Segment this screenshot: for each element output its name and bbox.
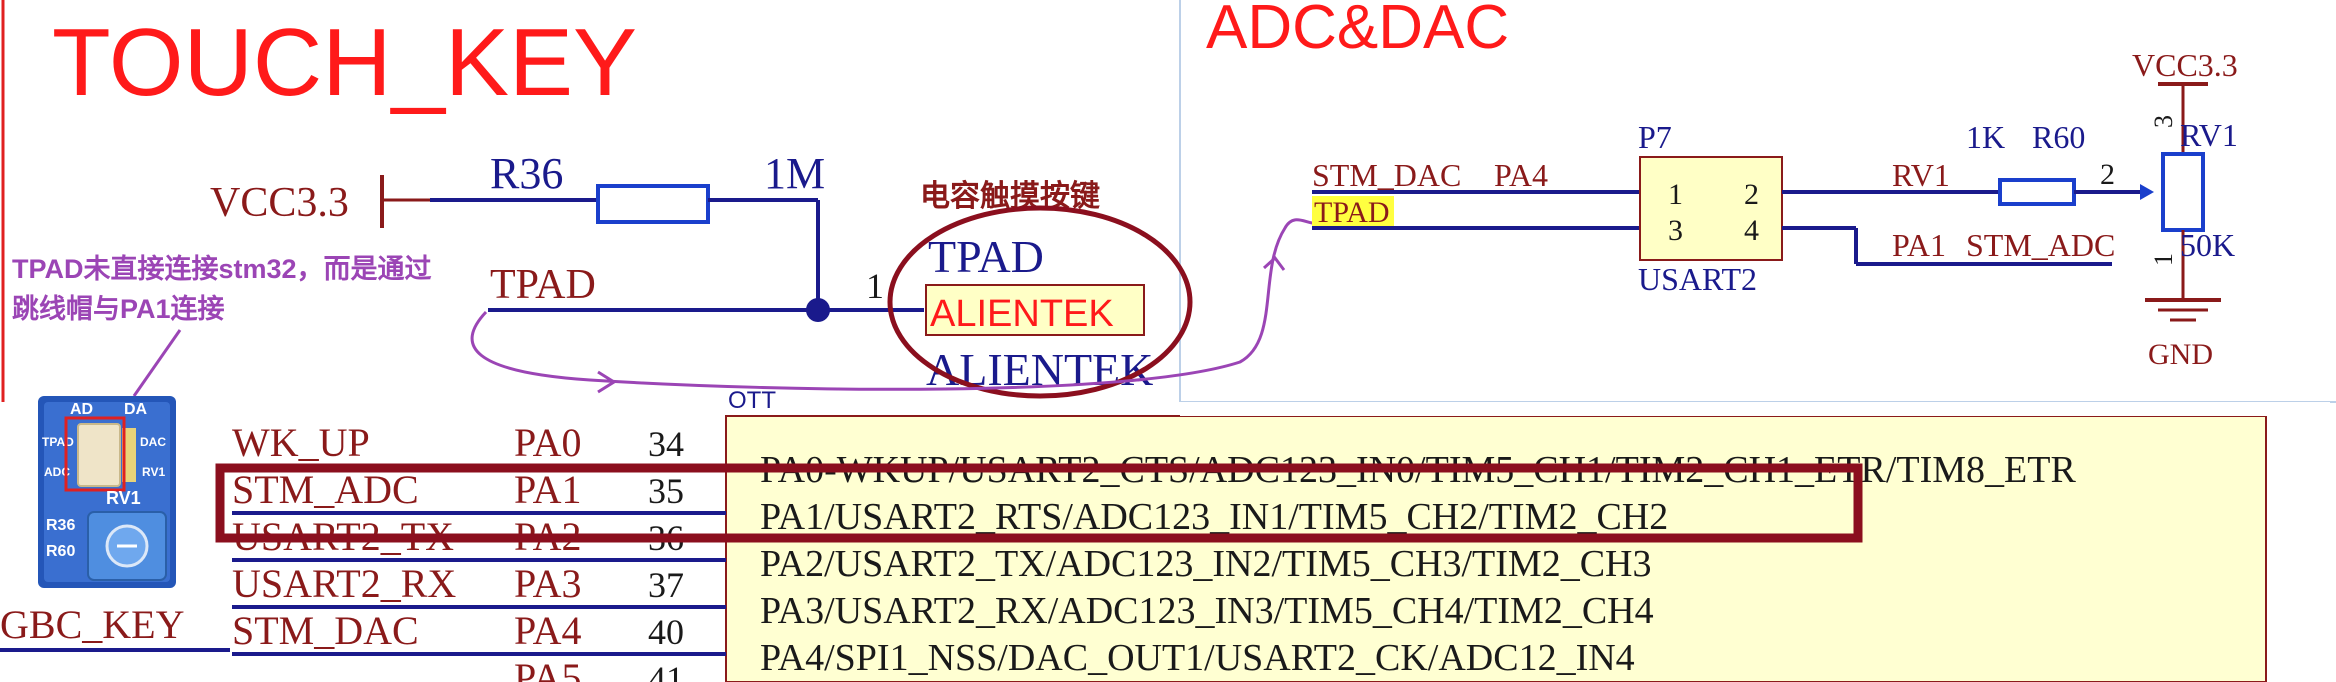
net-pa4-label: PA4 — [1494, 157, 1548, 193]
mcu-pin-name: PA4 — [514, 608, 581, 653]
net-stm-dac-label: STM_DAC — [1312, 157, 1461, 193]
mcu-pin-number: 35 — [648, 471, 684, 511]
mcu-pin-name: PA0 — [514, 420, 581, 465]
mcu-cut-label: OTT — [728, 387, 776, 414]
mcu-net-label: STM_ADC — [232, 467, 419, 512]
net-pa1-label: PA1 — [1892, 227, 1946, 263]
pot-pin-3: 3 — [2149, 115, 2178, 128]
tpad-highlight — [1312, 196, 1394, 228]
pot-wiper-arrow — [2140, 184, 2154, 200]
mcu-net-label: WK_UP — [232, 420, 370, 465]
silk-r60: R60 — [46, 543, 75, 560]
mcu-pin-name: PA1 — [514, 467, 581, 512]
r36-value: 1M — [764, 149, 825, 198]
mcu-top-cover — [1180, 402, 2330, 416]
curve-arrowhead-2 — [1262, 255, 1286, 271]
pot-rv1 — [2161, 152, 2205, 232]
gnd-label: GND — [2148, 338, 2213, 371]
mcu-pin-name: PA5 — [514, 655, 581, 682]
annotation-line-2: 跳线帽与PA1连接 — [12, 293, 225, 324]
vcc-label-touch: VCC3.3 — [210, 180, 349, 226]
pot-pin-1: 1 — [2149, 253, 2178, 266]
pad-brand-box — [925, 284, 1145, 336]
tpad-net-label: TPAD — [490, 262, 596, 308]
header-pin-4: 4 — [1744, 214, 1759, 247]
pad-name: TPAD — [928, 231, 1044, 282]
header-p7 — [1639, 156, 1783, 261]
mcu-net-label: STM_DAC — [232, 608, 419, 653]
mcu-row: PA5 41 — [514, 655, 684, 682]
header-pin-3: 3 — [1668, 214, 1683, 247]
annotation-arrow — [132, 329, 182, 397]
silk-r36: R36 — [46, 517, 75, 534]
silk-rv1: RV1 — [106, 488, 141, 508]
left-net-label: GBC_KEY — [0, 602, 184, 647]
mcu-pin-number: 40 — [648, 612, 684, 652]
mcu-chip-body — [725, 415, 2267, 682]
mcu-pin-function: PA1/USART2_RTS/ADC123_IN1/TIM5_CH2/TIM2_… — [760, 496, 1668, 538]
pad-pin-number: 1 — [866, 266, 884, 306]
jumper-connection-curve — [470, 218, 1321, 391]
mcu-pin-number: 41 — [648, 659, 684, 682]
r60-ref: R60 — [2032, 119, 2085, 155]
annotation-line-1: TPAD未直接连接stm32，而是通过 — [12, 253, 432, 284]
silk-dac: DAC — [140, 435, 166, 449]
r36-ref: R36 — [490, 149, 563, 198]
r36-resistor — [596, 184, 710, 224]
net-rv1-label: RV1 — [1892, 157, 1950, 193]
pad-brand-box-text: ALIENTEK — [930, 293, 1114, 335]
net-stm-adc-label: STM_ADC — [1966, 227, 2115, 263]
r60-resistor — [1998, 178, 2076, 206]
header-pin-1: 1 — [1668, 178, 1683, 211]
silk-da: DA — [124, 401, 148, 418]
curve-arrowhead-1 — [597, 370, 617, 394]
jumper-highlight-box — [64, 416, 126, 492]
mcu-pin-function: PA3/USART2_RX/ADC123_IN3/TIM5_CH4/TIM2_C… — [760, 590, 1654, 632]
pa1-highlight-box — [215, 463, 1863, 543]
vcc-label-adc: VCC3.3 — [2132, 47, 2238, 83]
silk-tpad: TPAD — [42, 435, 74, 449]
mcu-row: USART2_RX PA3 37PA3/USART2_RX/ADC123_IN3/T… — [232, 561, 1654, 632]
mcu-pin-function: PA2/USART2_TX/ADC123_IN2/TIM5_CH3/TIM2_C… — [760, 543, 1651, 585]
pad-highlight-ellipse — [887, 205, 1193, 399]
r60-value: 1K — [1966, 119, 2005, 155]
silk-rv1-right: RV1 — [142, 465, 165, 479]
header-ref: P7 — [1638, 119, 1672, 155]
board-photo: AD DA TPAD ADC DAC RV1 RV1 R36 R60 — [38, 396, 176, 588]
mcu-pin-number: 37 — [648, 565, 684, 605]
mcu-row: STM_DAC PA4 40PA4/SPI1_NSS/DAC_OUT1/USART2… — [232, 608, 1635, 679]
silk-ad: AD — [70, 401, 93, 418]
pot-ref: RV1 — [2180, 117, 2238, 153]
mcu-net-label: USART2_RX — [232, 561, 456, 606]
silk-adc: ADC — [44, 465, 70, 479]
jumper-cap — [77, 423, 121, 487]
net-tpad-label-adc: TPAD — [1314, 196, 1390, 229]
junction-dot — [806, 298, 830, 322]
mcu-pin-function: PA4/SPI1_NSS/DAC_OUT1/USART2_CK/ADC12_IN… — [760, 637, 1635, 679]
touch-key-title: TOUCH_KEY — [52, 9, 637, 116]
pot-pin-2: 2 — [2100, 158, 2115, 191]
adc-dac-title: ADC&DAC — [1206, 0, 1509, 62]
mcu-pin-number: 34 — [648, 424, 684, 464]
header-pin-2: 2 — [1744, 178, 1759, 211]
pot-value: 50K — [2180, 227, 2235, 263]
mcu-row: STM_ADC PA1 35PA1/USART2_RTS/ADC123_IN1/TI… — [232, 467, 1668, 538]
header-name: USART2 — [1638, 261, 1757, 297]
mcu-pin-name: PA3 — [514, 561, 581, 606]
